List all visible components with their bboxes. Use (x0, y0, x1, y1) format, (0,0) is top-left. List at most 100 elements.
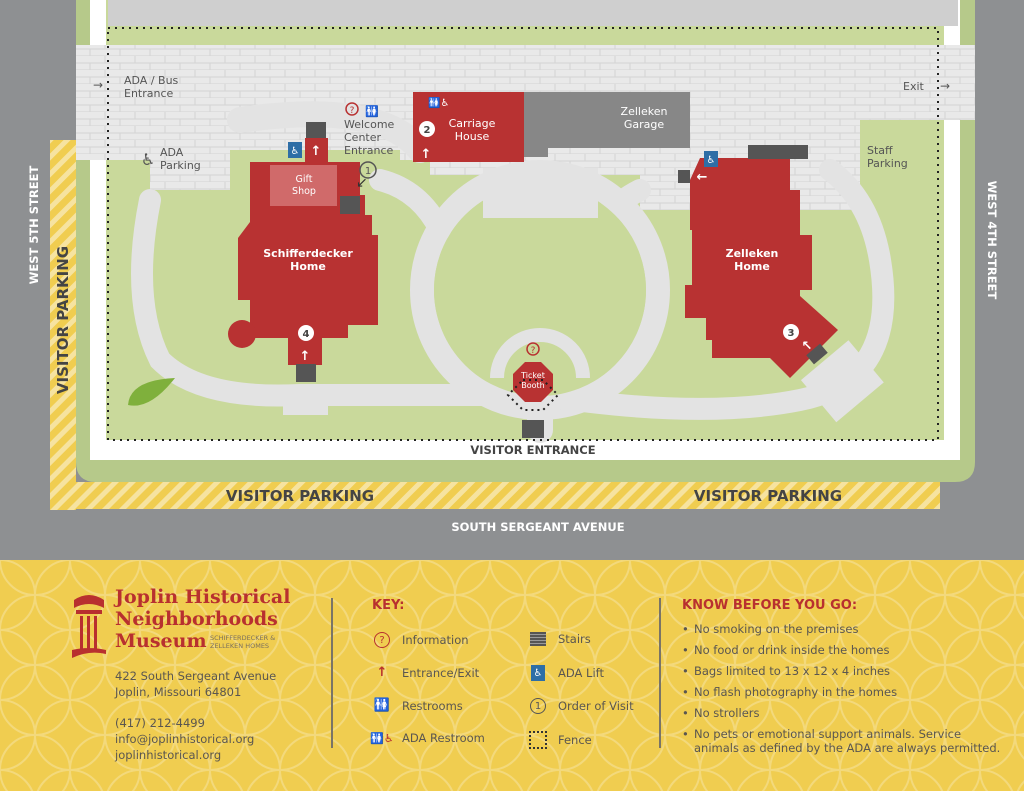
ada-lift-icon: ♿ ♿ (288, 142, 718, 167)
ada-bus-entrance-label: ADA / Bus (124, 74, 179, 87)
rule-item: No smoking on the premises (682, 622, 1002, 636)
stairs-icon (296, 122, 828, 438)
rule-item: No food or drink inside the homes (682, 643, 1002, 657)
order-of-visit-icon: 1 (524, 698, 552, 714)
west-4th-street-label: WEST 4TH STREET (985, 181, 999, 300)
stairs-icon (524, 632, 552, 646)
zelleken-home[interactable] (685, 145, 838, 378)
svg-text:←: ← (697, 170, 708, 185)
key-item-fence: Fence (524, 731, 592, 749)
svg-text:↖: ↖ (802, 339, 813, 354)
key-item-information: ? Information (368, 632, 469, 648)
ada-restroom-icon: 🚻♿ (428, 96, 449, 109)
schifferdecker-label-2: Home (290, 260, 326, 273)
entrance-arrow-icon: ↑↑↑ ←↖ (300, 144, 813, 364)
welcome-arrow-icon: ↙ (356, 175, 368, 191)
schifferdecker-label: Schifferdecker (263, 247, 353, 260)
gift-shop-label: Gift (296, 174, 313, 185)
key-item-entrance: ↑ Entrance/Exit (368, 665, 480, 680)
website-link[interactable]: joplinhistorical.org (115, 748, 222, 762)
ada-parking-label-2: Parking (160, 159, 201, 172)
tree (128, 378, 175, 406)
logo-subtitle-2: ZELLEKEN HOMES (210, 642, 270, 650)
welcome-center-label: Welcome (344, 118, 395, 131)
ticket-booth-label-2: Booth (521, 381, 544, 390)
staff-parking-label-2: Parking (867, 157, 908, 170)
logo-name-line-2: Neighborhoods (115, 608, 278, 630)
svg-text:2: 2 (424, 125, 431, 136)
svg-text:?: ? (531, 346, 536, 356)
fence (107, 27, 939, 441)
restrooms-icon: 🚻 (365, 105, 379, 118)
logo-name-line-3: Museum (115, 630, 207, 652)
key-label: ADA Lift (558, 666, 604, 680)
key-label: Order of Visit (558, 699, 634, 713)
information-icon: ? (368, 632, 396, 648)
tower-logo-icon (72, 595, 106, 658)
order-marker-1: 1 (359, 161, 377, 179)
key-label: Restrooms (402, 698, 463, 713)
key-label: Stairs (558, 632, 591, 646)
staff-parking-label: Staff (867, 144, 893, 157)
ada-parking-icon: ♿ (141, 150, 155, 169)
divider (331, 598, 333, 748)
zelleken-garage-label-2: Garage (624, 118, 665, 131)
svg-text:4: 4 (303, 329, 310, 340)
logo-name-line-1: Joplin Historical (115, 586, 291, 608)
svg-text:↑: ↑ (311, 144, 322, 159)
visitor-parking-bottom (50, 482, 940, 509)
svg-text:1: 1 (365, 166, 371, 177)
carriage-house-label: Carriage (449, 117, 496, 130)
gift-shop[interactable] (270, 165, 337, 206)
entry-arrow-icon: → (93, 78, 103, 92)
entrance-arrow-icon: ↑ (376, 665, 388, 680)
key-title: KEY: (372, 598, 405, 613)
zelleken-home-label: Zelleken (726, 247, 779, 260)
ada-parking-label: ADA (160, 146, 184, 159)
exit-label: Exit (903, 80, 925, 93)
svg-text:3: 3 (788, 328, 795, 339)
key-label: Fence (558, 733, 592, 747)
ada-restroom-icon: 🚻♿ (370, 731, 394, 745)
gift-shop-label-2: Shop (292, 186, 316, 197)
key-item-ada-restroom: 🚻♿ ADA Restroom (368, 731, 485, 745)
phone-number[interactable]: (417) 212-4499 (115, 716, 205, 730)
key-item-stairs: Stairs (524, 632, 591, 646)
ticket-booth[interactable] (513, 362, 553, 402)
rule-item: No flash photography in the homes (682, 685, 1002, 699)
information-icon (526, 342, 540, 356)
rule-item: No pets or emotional support animals. Se… (682, 727, 1002, 755)
zelleken-garage[interactable] (524, 92, 690, 157)
key-item-ada-lift: ♿ ADA Lift (524, 665, 604, 681)
fence-icon (524, 731, 552, 749)
order-marker-2: 2 (419, 121, 435, 137)
visitor-parking-bottom-left-label: VISITOR PARKING (226, 487, 374, 505)
welcome-center-label-2: Center (344, 131, 382, 144)
key-label: Information (402, 633, 469, 647)
ada-lift-icon: ♿ (524, 665, 552, 681)
ticket-booth-label: Ticket (520, 371, 545, 380)
rules-list: No smoking on the premises No food or dr… (682, 622, 1002, 762)
address-line-1: 422 South Sergeant Avenue (115, 669, 277, 683)
visitor-parking-left (50, 140, 76, 510)
south-sergeant-avenue-label: SOUTH SERGEANT AVENUE (451, 520, 624, 534)
email-link[interactable]: info@joplinhistorical.org (115, 732, 255, 746)
svg-text:?: ? (350, 106, 355, 116)
rule-item: Bags limited to 13 x 12 x 4 inches (682, 664, 1002, 678)
welcome-center-label-3: Entrance (344, 144, 394, 157)
rule-item: No strollers (682, 706, 1002, 720)
svg-text:♿: ♿ (291, 146, 300, 157)
restrooms-icon: 🚻 (373, 698, 391, 713)
svg-text:♿: ♿ (707, 155, 716, 166)
divider (659, 598, 661, 748)
order-glyph: 1 (530, 698, 546, 714)
key-item-restrooms: 🚻 Restrooms (368, 698, 463, 713)
carriage-house-label-2: House (455, 130, 490, 143)
ada-bus-entrance-label-2: Entrance (124, 87, 174, 100)
logo-subtitle-1: SCHIFFERDECKER & (210, 634, 276, 642)
order-marker-3: 3 (783, 324, 799, 340)
information-icon (345, 102, 359, 116)
visitor-parking-left-label: VISITOR PARKING (54, 246, 72, 394)
address-line-2: Joplin, Missouri 64801 (115, 685, 242, 699)
key-label: ADA Restroom (402, 731, 485, 745)
